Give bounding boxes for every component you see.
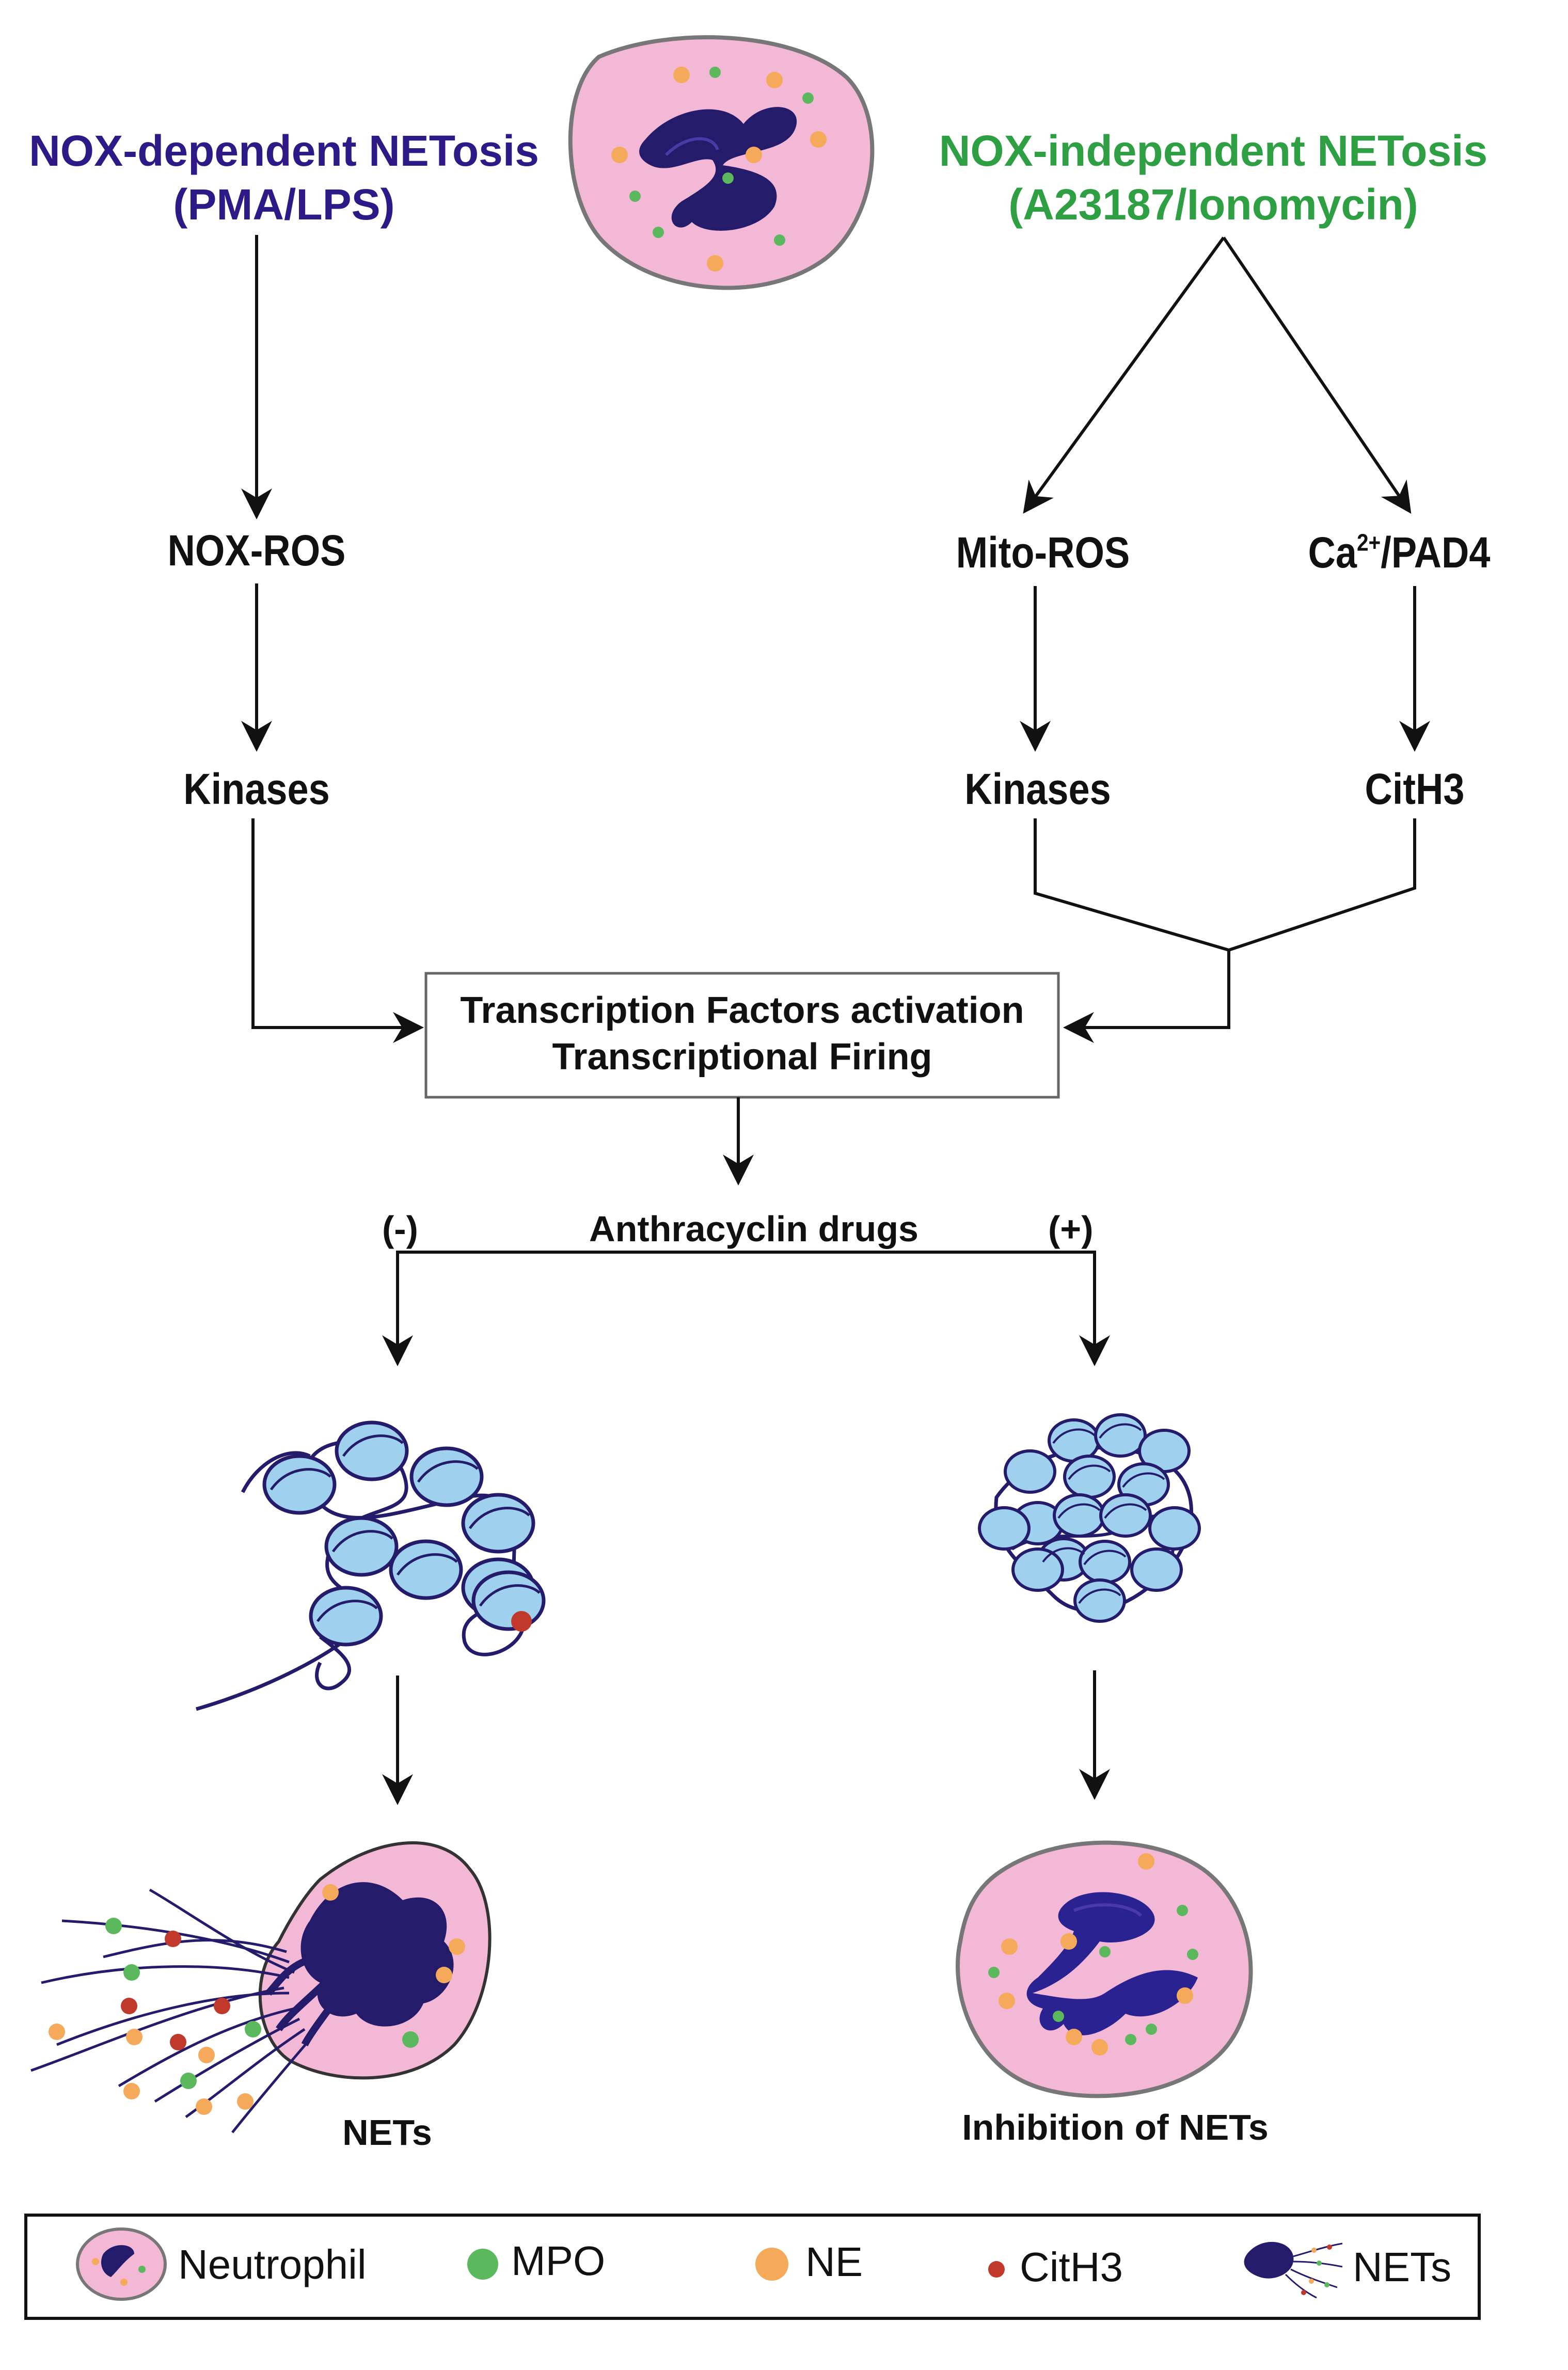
nets-icon <box>30 1841 492 2134</box>
legend-ne-icon <box>755 2248 788 2281</box>
outcome-nets: NETs <box>342 2112 432 2153</box>
legend-neutrophil-icon <box>76 2227 167 2301</box>
transcription-box-line1: Transcription Factors activation <box>460 990 1024 1031</box>
legend-cith3-icon <box>988 2261 1005 2278</box>
left-pathway-title-line2: (PMA/LPS) <box>173 180 395 229</box>
legend-box <box>24 2214 1481 2320</box>
node-ca-pad4: Ca2+/PAD4 <box>1286 528 1513 578</box>
node-ca-rest: /PAD4 <box>1381 528 1491 577</box>
transcription-box-text: Transcription Factors activation Transcr… <box>426 987 1058 1080</box>
minus-label: (-) <box>382 1209 418 1249</box>
legend-mpo-icon <box>467 2249 498 2280</box>
neutrophil-inhibited-icon <box>956 1840 1253 2098</box>
transcription-box-line2: Transcriptional Firing <box>552 1036 932 1078</box>
node-cith3: CitH3 <box>1365 765 1465 813</box>
legend-ne-label: NE <box>805 2239 863 2285</box>
legend-cith3-label: CitH3 <box>1020 2244 1123 2290</box>
legend-mpo-label: MPO <box>511 2238 606 2284</box>
node-nox-ros: NOX-ROS <box>167 526 346 575</box>
right-pathway-title-line1: NOX-independent NETosis <box>939 127 1488 175</box>
right-pathway-title-line2: (A23187/Ionomycin) <box>1008 180 1418 229</box>
right-pathway-title: NOX-independent NETosis (A23187/Ionomyci… <box>878 124 1549 231</box>
transcription-box <box>424 972 1060 1099</box>
neutrophil-top-icon <box>568 35 875 290</box>
node-kinases-right: Kinases <box>964 765 1111 813</box>
compact-chromatin-icon <box>978 1413 1201 1623</box>
left-pathway-title-line1: NOX-dependent NETosis <box>29 127 539 175</box>
legend-nets-icon <box>1244 2241 1343 2299</box>
plus-label: (+) <box>1048 1209 1094 1249</box>
node-mito-ros: Mito-ROS <box>956 528 1130 577</box>
open-chromatin-icon <box>196 1420 546 1711</box>
outcome-inhibition: Inhibition of NETs <box>962 2107 1269 2147</box>
node-kinases-left: Kinases <box>183 765 330 813</box>
anthracyclin-label: Anthracyclin drugs <box>589 1209 918 1249</box>
node-ca-base: Ca <box>1308 528 1357 577</box>
legend-nets-label: NETs <box>1353 2244 1452 2290</box>
legend-neutrophil-label: Neutrophil <box>178 2241 367 2287</box>
left-pathway-title: NOX-dependent NETosis (PMA/LPS) <box>0 124 568 231</box>
node-ca-superscript: 2+ <box>1356 529 1381 556</box>
